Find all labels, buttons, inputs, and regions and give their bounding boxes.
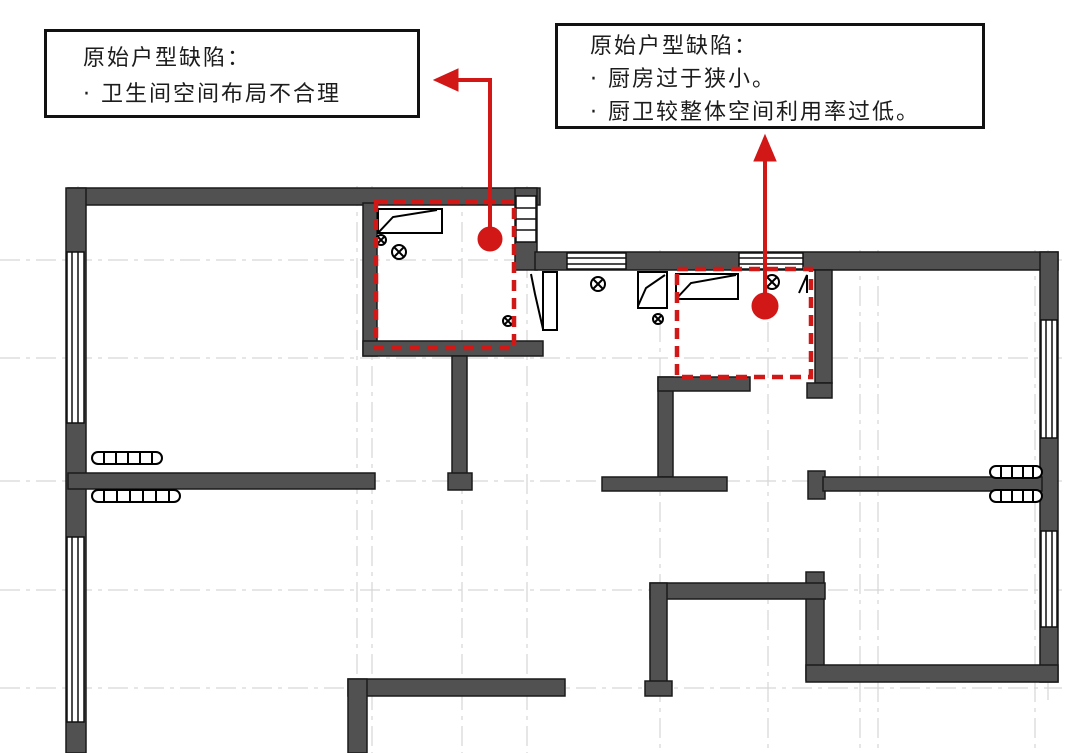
- defect-area-kitchen: [674, 266, 814, 380]
- circle-cross-drain: [652, 313, 664, 325]
- callout-title: 原始户型缺陷：: [83, 46, 252, 71]
- wall-segment: [644, 680, 673, 697]
- window-right-lower: [1040, 530, 1058, 628]
- arrow-up-icon: [753, 133, 777, 162]
- right-callout-pointer: [751, 133, 779, 320]
- window-right-upper: [1040, 319, 1058, 439]
- wall-segment: [814, 269, 833, 384]
- doors: [377, 208, 808, 331]
- window-kitchen-top: [738, 252, 804, 270]
- door-bathroom: [377, 208, 443, 234]
- wall-segment: [347, 678, 368, 753]
- radiators: [91, 451, 1043, 503]
- callout-item: · 厨卫较整体空间利用率过低。: [590, 100, 920, 125]
- callout-box-bathroom: 原始户型缺陷： · 卫生间空间布局不合理: [44, 29, 420, 118]
- wall-segment: [649, 582, 668, 684]
- window-left-lower: [66, 536, 85, 723]
- door-kitchen-side: [798, 274, 808, 294]
- wall-segment: [806, 382, 833, 399]
- radiator-strip: [989, 465, 1043, 479]
- circle-cross-drain: [391, 244, 407, 260]
- wall-segment: [67, 472, 376, 490]
- callout-item: · 卫生间空间布局不合理: [83, 82, 341, 107]
- walls: [65, 187, 1059, 753]
- target-dot: [477, 226, 503, 252]
- left-callout-pointer: [432, 68, 503, 252]
- circle-cross-drain: [502, 315, 514, 327]
- circle-cross-drain: [590, 276, 606, 292]
- windows: [66, 195, 1058, 723]
- wall-segment: [601, 476, 728, 492]
- arrow-left-icon: [432, 68, 459, 92]
- window-left-upper: [66, 251, 85, 424]
- circle-cross-drain: [375, 234, 387, 246]
- radiator-strip: [989, 489, 1043, 503]
- wall-segment: [451, 355, 468, 479]
- window-hall-top: [566, 252, 627, 270]
- door-hall-right: [637, 271, 668, 309]
- defect-area-bathroom: [373, 199, 517, 351]
- circle-cross-drain: [764, 274, 780, 290]
- callout-box-kitchen: 原始户型缺陷： · 厨房过于狭小。 · 厨卫较整体空间利用率过低。: [555, 23, 985, 129]
- wall-segment: [822, 476, 1043, 492]
- wall-segment: [347, 678, 566, 697]
- callout-item: · 厨房过于狭小。: [590, 67, 776, 92]
- door-hall-left: [530, 271, 558, 331]
- callout-title: 原始户型缺陷：: [590, 34, 759, 59]
- radiator-strip: [91, 451, 163, 465]
- wall-segment: [657, 376, 674, 478]
- defect-areas: [373, 199, 814, 380]
- wall-segment: [805, 664, 1059, 683]
- window-bathroom-side: [515, 195, 537, 243]
- target-dot: [751, 292, 779, 320]
- wall-segment: [447, 472, 473, 491]
- door-kitchen: [675, 273, 739, 300]
- radiator-strip: [91, 489, 181, 503]
- wall-segment: [649, 582, 826, 600]
